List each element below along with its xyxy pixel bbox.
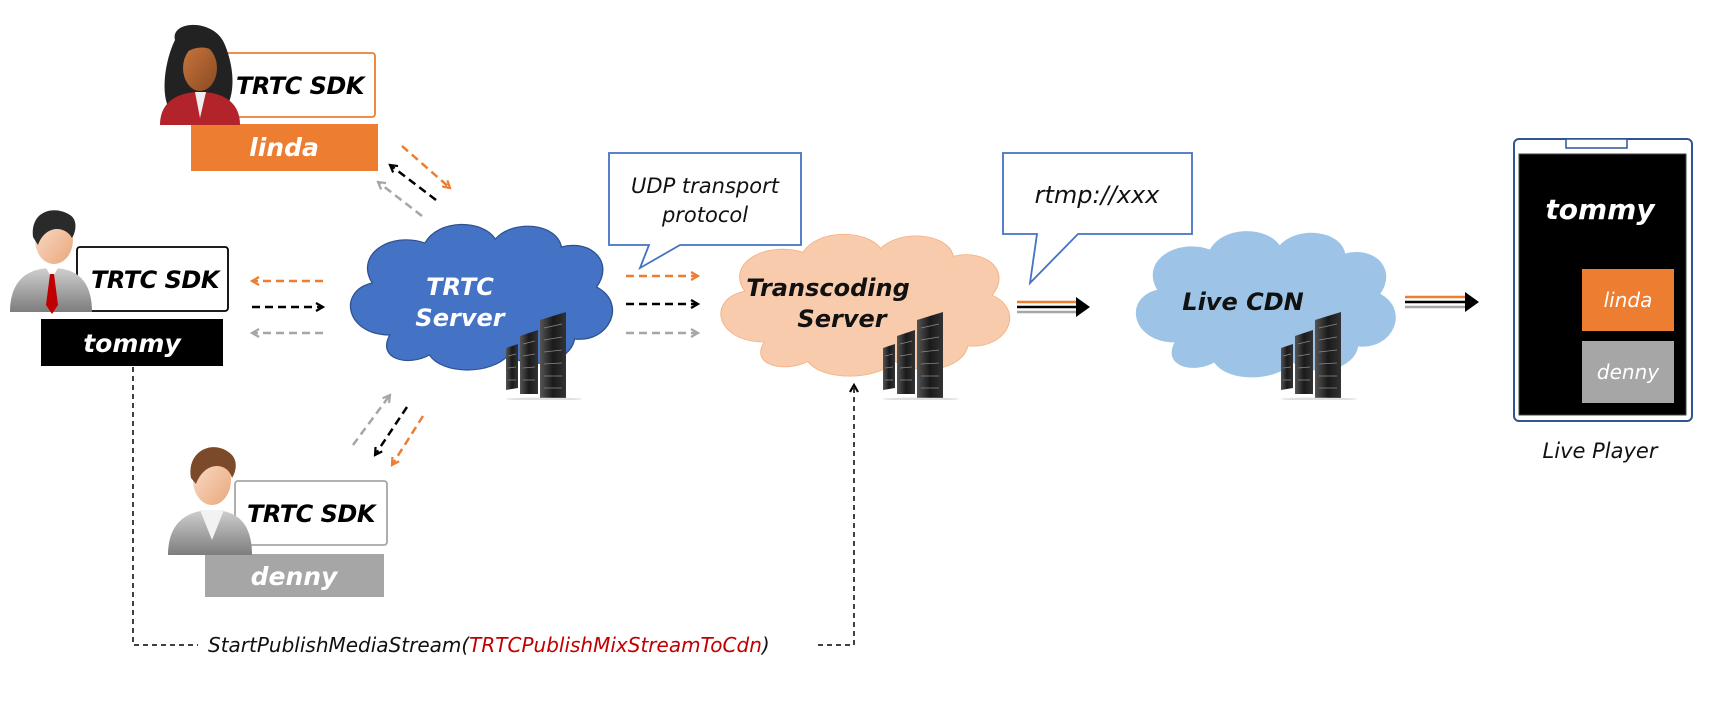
rtmp-callout-text: rtmp://xxx <box>1035 181 1161 209</box>
linda-name-bar <box>191 124 378 171</box>
player-sub-denny <box>1582 341 1674 403</box>
live-player: tommy linda denny Live Player <box>1513 138 1693 463</box>
arrow-denny-down-orange <box>392 415 425 465</box>
udp-callout: UDP transport protocol <box>608 152 802 271</box>
female-user-icon <box>160 24 240 125</box>
transcoding-server: Transcoding Server <box>720 233 1011 400</box>
linda-name: linda <box>249 133 319 162</box>
denny-trtc-arrows <box>351 395 425 465</box>
live-cdn: Live CDN <box>1135 231 1396 400</box>
player-main-stream: tommy <box>1545 193 1656 226</box>
api-call-right-line <box>818 385 854 646</box>
api-call-label: StartPublishMediaStream(TRTCPublishMixSt… <box>208 633 770 657</box>
arrow-denny-up-gray <box>351 395 390 446</box>
rtmp-callout-box <box>1002 152 1193 286</box>
denny-name-bar <box>205 554 384 597</box>
denny-name: denny <box>251 562 339 591</box>
live-cdn-label: Live CDN <box>1182 288 1303 316</box>
trtc-server-label-2: Server <box>415 304 506 332</box>
api-function-name: StartPublishMediaStream( <box>208 633 470 657</box>
arrow-linda-down-gray <box>378 182 423 217</box>
trtc-transcoding-arrows <box>626 276 698 333</box>
denny-sdk-label: TRTC SDK <box>247 500 378 528</box>
api-call-left-line <box>132 367 198 646</box>
live-player-caption: Live Player <box>1543 439 1659 463</box>
player-sub-linda <box>1582 269 1674 331</box>
user-linda: TRTC SDK linda <box>160 24 378 171</box>
cdn-player-stream-arrow <box>1405 292 1479 312</box>
udp-callout-box <box>608 152 802 271</box>
rtmp-callout: rtmp://xxx <box>1002 152 1193 286</box>
user-tommy: TRTC SDK tommy <box>10 210 229 366</box>
udp-callout-line1: UDP transport <box>631 174 780 198</box>
linda-sdk-label: TRTC SDK <box>236 72 367 100</box>
user-denny: TRTC SDK denny <box>168 447 388 597</box>
trtc-server: TRTC Server <box>349 223 614 400</box>
api-function-param: TRTCPublishMixStreamToCdn <box>469 633 762 657</box>
tommy-sdk-label: TRTC SDK <box>91 266 222 294</box>
transcoding-server-label-2: Server <box>797 305 888 333</box>
arrow-linda-up-orange <box>401 145 450 188</box>
denny-sdk-box <box>234 480 388 546</box>
tommy-trtc-arrows <box>252 281 323 333</box>
api-function-close: ) <box>760 633 770 657</box>
male-user-icon <box>168 447 252 555</box>
tommy-name-bar <box>41 319 223 366</box>
transcoding-cdn-stream-arrow <box>1017 297 1090 317</box>
male-user-tie-icon <box>10 210 92 314</box>
udp-callout-line2: protocol <box>661 203 748 227</box>
arrow-denny-down-black <box>375 406 409 455</box>
player-sub-linda-label: linda <box>1604 288 1653 312</box>
arrow-linda-down-black <box>390 165 437 201</box>
api-call-connector: StartPublishMediaStream(TRTCPublishMixSt… <box>132 367 854 657</box>
player-sub-denny-label: denny <box>1597 360 1660 384</box>
trtc-server-label-1: TRTC <box>426 273 494 301</box>
arrowhead-icon <box>1465 292 1479 312</box>
tommy-name: tommy <box>83 329 182 358</box>
transcoding-server-label-1: Transcoding <box>746 274 910 302</box>
phone-notch <box>1565 138 1628 149</box>
linda-trtc-arrows <box>378 145 450 217</box>
arrowhead-icon <box>1076 297 1090 317</box>
